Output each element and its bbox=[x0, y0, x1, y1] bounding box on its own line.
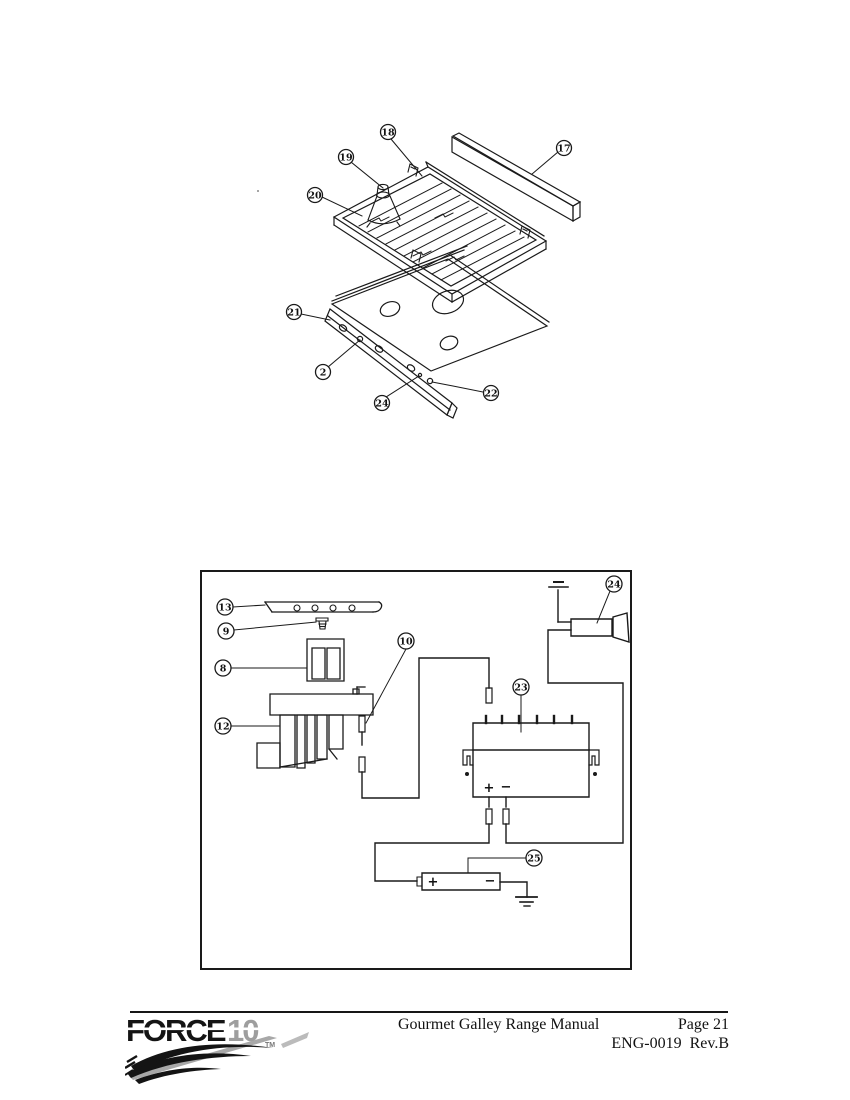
callout-10-label: 10 bbox=[399, 637, 413, 648]
logo-swoosh bbox=[125, 1032, 309, 1084]
callout-19: 19 bbox=[339, 150, 354, 165]
battery-minus: − bbox=[485, 874, 496, 889]
callout-13: 13 bbox=[217, 599, 233, 615]
callout-21-label: 21 bbox=[287, 308, 300, 319]
callout-8-label: 8 bbox=[220, 664, 227, 675]
callout-8: 8 bbox=[215, 660, 231, 676]
callout-24-exploded-label: 24 bbox=[375, 399, 389, 410]
module-bracket-left bbox=[463, 750, 473, 765]
module-plus: + bbox=[484, 781, 495, 796]
callout-2-label: 2 bbox=[320, 368, 327, 379]
footer-rule bbox=[130, 1011, 728, 1013]
footer-page-number: Page 21 bbox=[677, 1016, 729, 1033]
footer-manual-title: Gourmet Galley Range Manual bbox=[398, 1016, 600, 1033]
module-output-wiring bbox=[375, 630, 623, 881]
battery: + − bbox=[417, 873, 537, 906]
callout-21: 21 bbox=[287, 305, 302, 320]
burner-tray bbox=[334, 162, 546, 302]
wiring-callouts: 13 9 8 10 12 23 24 25 bbox=[215, 576, 622, 866]
callout-23: 23 bbox=[513, 679, 529, 695]
callout-24-exploded: 24 bbox=[375, 396, 390, 411]
tray-ribs bbox=[359, 183, 524, 280]
logo-wordmark: FORCE 10 TM bbox=[126, 1014, 275, 1049]
exploded-callouts: 17 18 19 20 21 2 24 22 bbox=[287, 125, 572, 411]
callout-13-label: 13 bbox=[218, 603, 231, 614]
callout-17: 17 bbox=[557, 141, 572, 156]
valve-assembly bbox=[257, 687, 373, 768]
callout-12: 12 bbox=[215, 718, 231, 734]
electrode-lead bbox=[359, 658, 492, 798]
callout-20: 20 bbox=[308, 188, 323, 203]
callout-25: 25 bbox=[526, 850, 542, 866]
logo-force-text: FORCE bbox=[126, 1014, 226, 1048]
rocker-switch bbox=[307, 639, 344, 681]
callout-24-wiring-label: 24 bbox=[607, 580, 621, 591]
callout-2: 2 bbox=[316, 365, 331, 380]
module-bracket-right bbox=[589, 750, 599, 765]
callout-20-label: 20 bbox=[308, 191, 322, 202]
callout-25-label: 25 bbox=[527, 854, 540, 865]
jet-orifice bbox=[316, 618, 328, 629]
logo-tm: TM bbox=[265, 1042, 275, 1049]
back-panel bbox=[452, 133, 580, 221]
callout-22-label: 22 bbox=[484, 389, 497, 400]
scan-speck bbox=[257, 190, 259, 192]
callout-10: 10 bbox=[398, 633, 414, 649]
wiring-leader-lines bbox=[231, 591, 610, 873]
callout-18: 18 bbox=[381, 125, 396, 140]
spark-module-terminals bbox=[486, 716, 572, 723]
exploded-leader-lines bbox=[301, 139, 558, 397]
wiring-diagram-border bbox=[201, 571, 631, 969]
callout-23-label: 23 bbox=[514, 683, 527, 694]
burner bbox=[367, 184, 400, 227]
callout-9-label: 9 bbox=[223, 627, 230, 638]
manifold bbox=[265, 602, 382, 612]
solenoid bbox=[549, 582, 629, 642]
callout-24-wiring: 24 bbox=[606, 576, 622, 592]
callout-22: 22 bbox=[484, 386, 499, 401]
force10-logo: FORCE 10 TM bbox=[125, 1014, 309, 1084]
callout-17-label: 17 bbox=[557, 144, 570, 155]
logo-ten-text: 10 bbox=[227, 1014, 258, 1048]
wiring-diagram: + − + − bbox=[199, 569, 635, 973]
spark-module: + − bbox=[463, 716, 599, 797]
tray-clips bbox=[408, 164, 530, 262]
callout-19-label: 19 bbox=[339, 153, 353, 164]
callout-18-label: 18 bbox=[381, 128, 395, 139]
top-plate bbox=[332, 246, 549, 371]
footer-doc-number: ENG-0019 Rev.B bbox=[611, 1035, 729, 1052]
callout-12-label: 12 bbox=[216, 722, 229, 733]
exploded-parts-diagram: 17 18 19 20 21 2 24 22 bbox=[250, 100, 620, 422]
callout-9: 9 bbox=[218, 623, 234, 639]
logo-stripe bbox=[126, 1027, 260, 1031]
battery-plus: + bbox=[428, 875, 439, 890]
front-rail bbox=[325, 309, 457, 418]
module-minus: − bbox=[501, 780, 512, 795]
